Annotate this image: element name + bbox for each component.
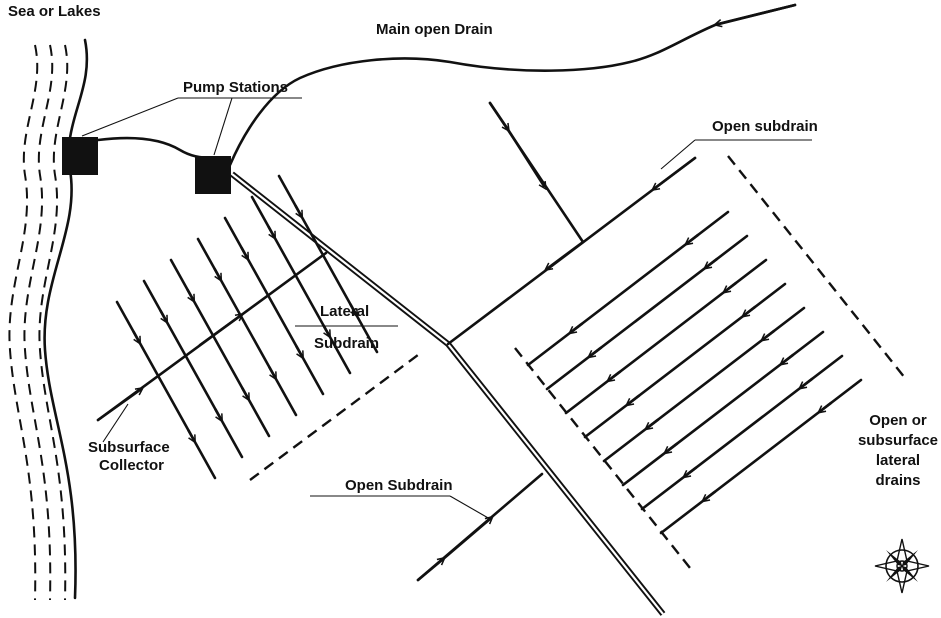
flow-arrow: [591, 346, 603, 356]
lateral-drains-label: subsurface: [858, 432, 938, 449]
compass-rose-icon: [874, 538, 930, 594]
flow-arrow: [240, 246, 247, 257]
flow-arrow: [488, 101, 507, 128]
subdrain-label: Subdrain: [314, 335, 379, 352]
lateral-drain: [223, 216, 325, 396]
open-subdrain-right: [446, 101, 812, 346]
subsurface-collector: [96, 251, 328, 443]
flow-arrow: [726, 281, 738, 291]
open-subdrain-bottom-label: Open Subdrain: [345, 477, 453, 494]
lateral-drain: [142, 279, 244, 459]
open-subdrain-leader: [449, 495, 491, 520]
left-lateral-drains: [115, 174, 379, 480]
flow-arrow: [267, 225, 274, 236]
flow-arrow: [667, 442, 679, 452]
flow-arrow: [688, 233, 700, 243]
flow-arrow: [629, 394, 641, 404]
flow-arrow: [214, 408, 221, 418]
shoreline: [43, 38, 89, 600]
open-subdrain-leader: [660, 139, 696, 170]
collector-label: Subsurface: [88, 439, 170, 456]
flow-arrow: [213, 267, 220, 278]
flow-arrow: [802, 377, 814, 387]
flow-arrow: [655, 156, 697, 188]
pump-stations-label: Pump Stations: [183, 79, 288, 96]
flow-arrow: [440, 519, 490, 562]
field-boundary: [727, 155, 906, 379]
flow-arrow: [186, 288, 193, 299]
flow-arrow: [686, 466, 698, 476]
lateral-drains-label: drains: [875, 472, 920, 489]
lateral-drains-label: Open or: [869, 412, 927, 429]
pump-station-inland: [195, 156, 231, 194]
flow-arrow: [745, 305, 757, 315]
flow-arrow: [322, 324, 329, 334]
flow-arrow: [416, 560, 442, 582]
pump-leader-line: [81, 97, 179, 137]
water-wave-line: [38, 44, 69, 601]
open-subdrain-bottom: [310, 472, 544, 582]
lateral-drains-label: lateral: [876, 452, 920, 469]
lateral-label: Lateral: [320, 303, 369, 320]
open-subdrain-top-label: Open subdrain: [712, 118, 818, 135]
flow-arrow: [295, 345, 302, 355]
flow-arrow: [294, 204, 301, 215]
flow-arrow: [241, 387, 248, 397]
flow-arrow: [610, 370, 622, 380]
flow-arrow: [821, 401, 833, 411]
flow-arrow: [268, 366, 275, 376]
flow-arrow: [548, 240, 585, 268]
sea-label: Sea or Lakes: [8, 3, 101, 20]
flow-arrow: [132, 330, 139, 341]
collector-label: Collector: [99, 457, 164, 474]
flow-arrow: [705, 490, 717, 500]
flow-arrow: [187, 429, 194, 439]
flow-arrow: [783, 353, 795, 363]
flow-arrow: [96, 390, 140, 422]
flow-arrow: [572, 322, 584, 332]
flow-arrow: [648, 418, 660, 428]
lateral-drain: [169, 258, 271, 438]
sea-area: [8, 38, 89, 601]
main-drain-label: Main open Drain: [376, 21, 493, 38]
lateral-drain: [196, 237, 298, 417]
pump-leader-line: [213, 97, 233, 156]
water-wave-line: [23, 44, 54, 601]
flow-arrow: [764, 329, 776, 339]
main-drain-channel: [228, 3, 797, 167]
flow-arrow: [198, 316, 240, 347]
flow-arrow: [718, 3, 797, 24]
flow-arrow: [707, 257, 719, 267]
flow-arrow: [159, 309, 166, 320]
field-boundary: [514, 347, 691, 569]
pump-station-sea: [62, 137, 98, 175]
flow-arrow: [349, 303, 356, 313]
right-lateral-drains: [526, 210, 863, 535]
drain-link-between-pumps: [96, 136, 215, 160]
flow-arrow: [505, 126, 544, 186]
collector-leader: [102, 403, 129, 443]
water-wave-line: [8, 44, 39, 601]
main-collector-pipe: [230, 171, 666, 616]
field-boundary: [249, 351, 423, 481]
